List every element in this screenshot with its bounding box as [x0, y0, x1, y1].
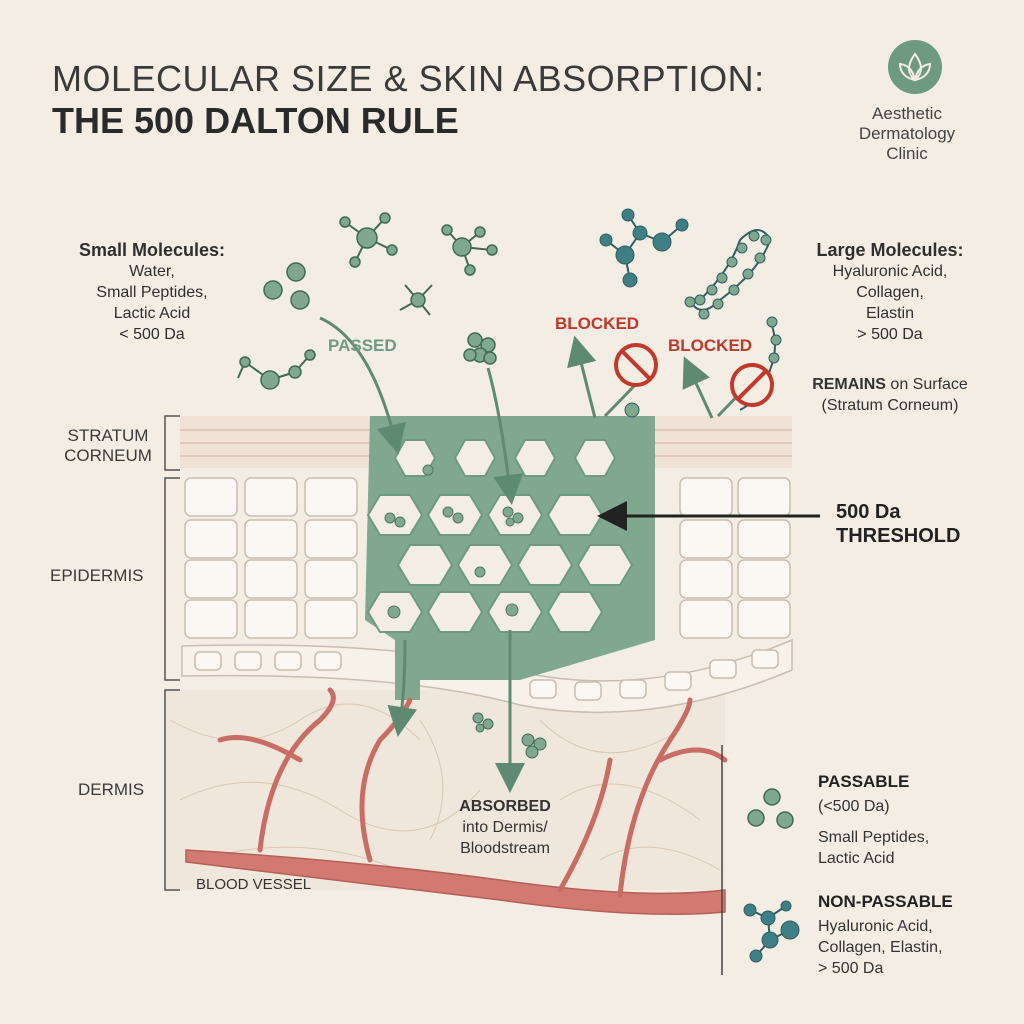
- stratum-corneum-line-2: CORNEUM: [64, 446, 152, 465]
- absorbed-line-2: into Dermis/: [462, 819, 548, 836]
- legend-nonpassable-item: Collagen, Elastin,: [818, 939, 943, 956]
- small-molecule-item: Water,: [129, 263, 175, 280]
- blood-vessel: [185, 849, 726, 916]
- small-molecules-label: Small Molecules: Water, Small Peptides, …: [52, 240, 252, 345]
- epidermis-cells-right: [679, 477, 791, 639]
- legend-passable-item: Lactic Acid: [818, 850, 895, 867]
- title-line-1: MOLECULAR SIZE & SKIN ABSORPTION:: [52, 58, 765, 99]
- clinic-name: Aesthetic Dermatology Clinic: [858, 104, 956, 163]
- legend-passable-range: (<500 Da): [818, 798, 890, 815]
- legend-passable-item: Small Peptides,: [818, 829, 930, 846]
- threshold-label: 500 Da THRESHOLD: [836, 500, 960, 548]
- absorbed-label: ABSORBED into Dermis/ Bloodstream: [440, 796, 570, 859]
- large-molecule-item: Collagen,: [856, 284, 924, 301]
- blocked-icon-1: [614, 343, 658, 387]
- threshold-line-1: 500 Da: [836, 501, 901, 523]
- large-molecules-heading: Large Molecules:: [816, 240, 964, 260]
- remains-sub: (Stratum Corneum): [821, 397, 959, 414]
- threshold-line-2: THRESHOLD: [836, 525, 961, 547]
- blocked-arrows: [567, 335, 747, 419]
- remains-rest: on Surface: [890, 376, 968, 393]
- capillaries: [217, 687, 728, 898]
- legend-nonpassable: NON-PASSABLE Hyaluronic Acid, Collagen, …: [818, 892, 1018, 979]
- large-molecules-label: Large Molecules: Hyaluronic Acid, Collag…: [770, 240, 1010, 345]
- stratum-corneum-line-1: STRATUM: [67, 426, 149, 445]
- blocked-icon-2: [730, 363, 774, 407]
- legend-nonpassable-heading: NON-PASSABLE: [818, 892, 953, 911]
- legend-passable: PASSABLE (<500 Da) Small Peptides, Lacti…: [818, 772, 1008, 869]
- small-molecule-item: Lactic Acid: [113, 305, 191, 322]
- legend-nonpassable-molecules: [743, 900, 800, 963]
- small-molecules-heading: Small Molecules:: [78, 240, 226, 260]
- small-molecule-item: < 500 Da: [119, 326, 185, 343]
- remains-bold: REMAINS: [812, 376, 886, 393]
- passed-arrows: [319, 316, 525, 793]
- absorbed-bold: ABSORBED: [459, 798, 551, 815]
- blocked-label-1: BLOCKED: [555, 314, 640, 333]
- large-molecule-item: Elastin: [865, 305, 915, 322]
- remains-label: REMAINS on Surface (Stratum Corneum): [790, 374, 990, 416]
- legend-nonpassable-item: Hyaluronic Acid,: [818, 918, 933, 935]
- hex-pores: [366, 439, 634, 633]
- blood-vessel-label: BLOOD VESSEL: [196, 876, 312, 893]
- legend-passable-molecules: [747, 788, 794, 829]
- passed-label: PASSED: [328, 336, 397, 355]
- absorbed-line-3: Bloodstream: [460, 840, 550, 857]
- title-line-2: THE 500 DALTON RULE: [52, 100, 459, 141]
- large-molecule-item: > 500 Da: [857, 326, 923, 343]
- legend-passable-heading: PASSABLE: [818, 772, 910, 791]
- stratum-corneum-label: STRATUM CORNEUM: [62, 426, 154, 466]
- large-molecule-item: Hyaluronic Acid,: [832, 263, 948, 280]
- leaf-icon: [888, 40, 942, 94]
- dermis-fibers: [169, 703, 721, 871]
- layer-brackets: [164, 415, 180, 891]
- epidermis-cells-left: [184, 477, 358, 639]
- blocked-label-2: BLOCKED: [668, 336, 753, 355]
- dermis-label: DERMIS: [78, 780, 145, 799]
- epidermis-label: EPIDERMIS: [50, 566, 144, 585]
- small-molecule-item: Small Peptides,: [96, 284, 208, 301]
- legend-nonpassable-item: > 500 Da: [818, 960, 884, 977]
